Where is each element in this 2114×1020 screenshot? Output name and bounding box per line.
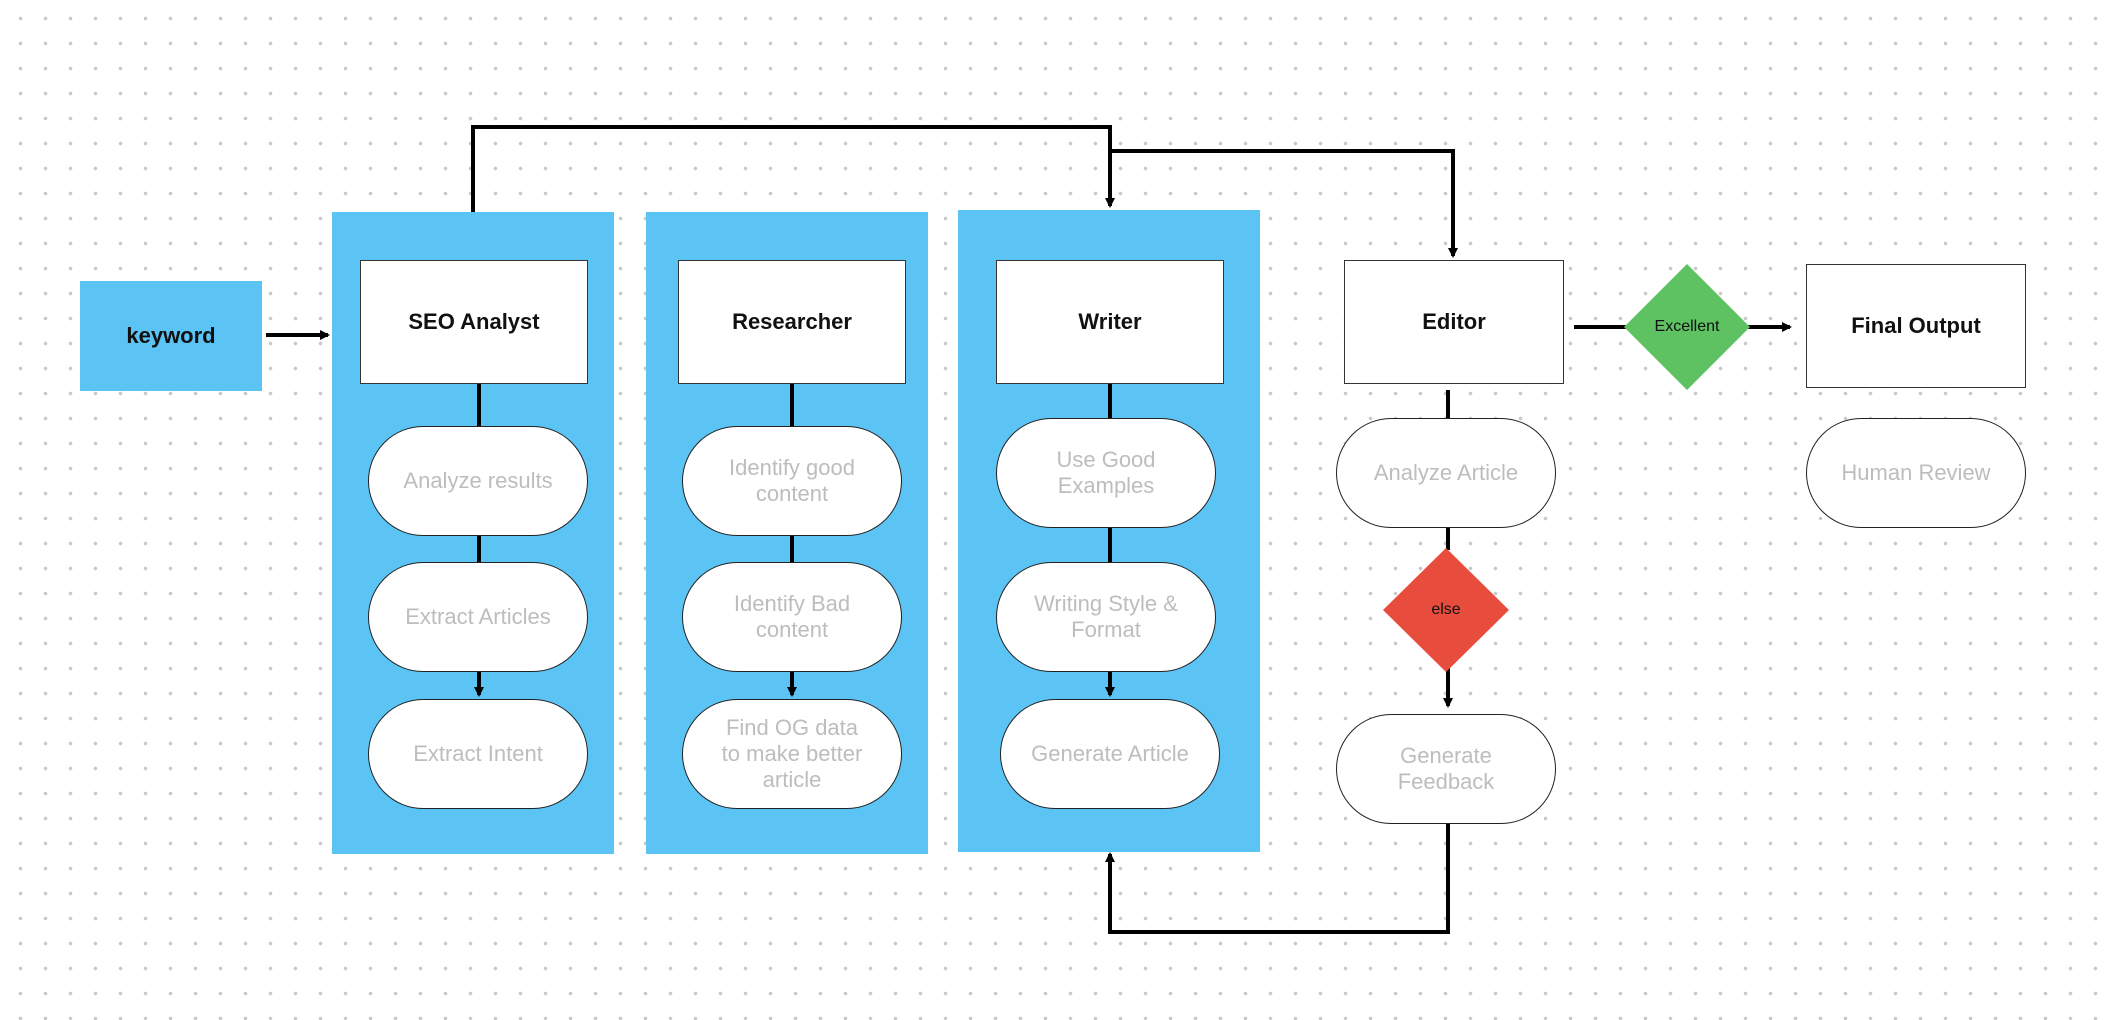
writer-step-generate-article[interactable]: Generate Article: [1000, 699, 1220, 809]
researcher-step-find-og-data[interactable]: Find OG data to make better article: [682, 699, 902, 809]
seo-analyst-node[interactable]: SEO Analyst: [360, 260, 588, 384]
keyword-input-node[interactable]: keyword: [80, 281, 262, 391]
final-output-node[interactable]: Final Output: [1806, 264, 2026, 388]
writer-node[interactable]: Writer: [996, 260, 1224, 384]
researcher-step-identify-good[interactable]: Identify good content: [682, 426, 902, 536]
decision-excellent-label[interactable]: Excellent: [1654, 318, 1720, 335]
human-review-step[interactable]: Human Review: [1806, 418, 2026, 528]
editor-step-generate-feedback[interactable]: Generate Feedback: [1336, 714, 1556, 824]
researcher-step-identify-bad[interactable]: Identify Bad content: [682, 562, 902, 672]
seo-step-extract-articles[interactable]: Extract Articles: [368, 562, 588, 672]
decision-else-label[interactable]: else: [1431, 601, 1461, 618]
editor-node[interactable]: Editor: [1344, 260, 1564, 384]
editor-step-analyze-article[interactable]: Analyze Article: [1336, 418, 1556, 528]
seo-step-extract-intent[interactable]: Extract Intent: [368, 699, 588, 809]
writer-step-use-good-examples[interactable]: Use Good Examples: [996, 418, 1216, 528]
researcher-node[interactable]: Researcher: [678, 260, 906, 384]
seo-to-writer-arrow: [471, 125, 1115, 212]
writer-step-writing-style[interactable]: Writing Style & Format: [996, 562, 1216, 672]
seo-step-analyze-results[interactable]: Analyze results: [368, 426, 588, 536]
